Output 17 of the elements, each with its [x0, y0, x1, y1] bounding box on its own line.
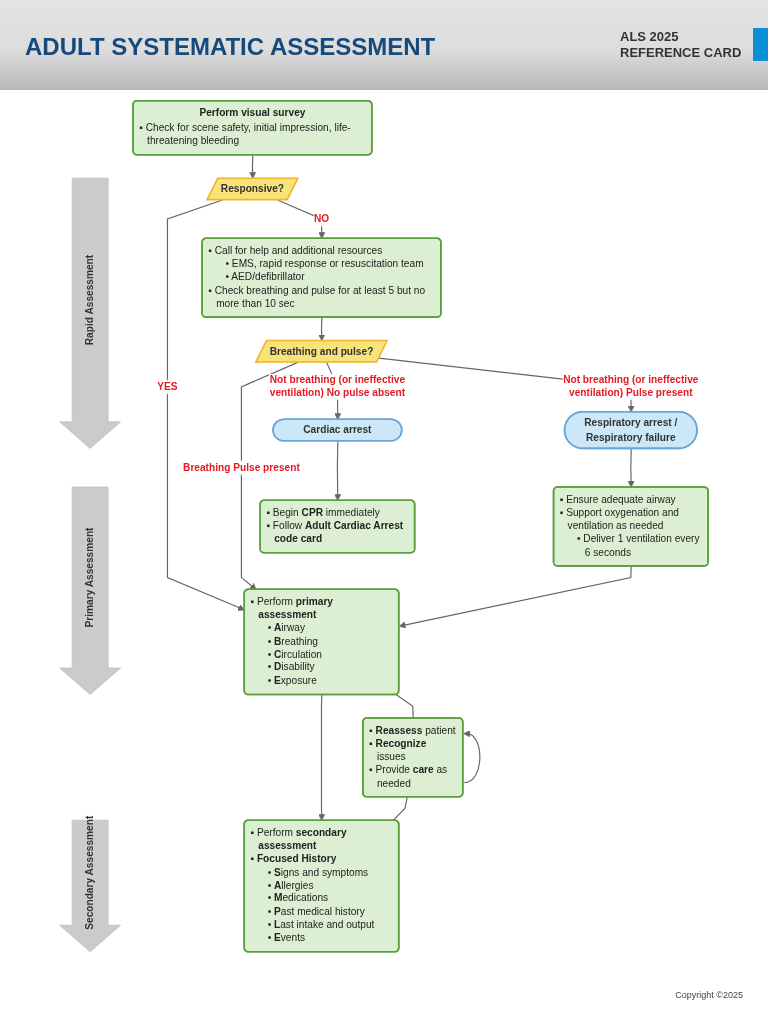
arrow [240, 361, 299, 590]
edge-label: Not breathing (or ineffective ventilation) Pulse present [563, 373, 699, 399]
card-label: ALS 2025 REFERENCE CARD [620, 29, 742, 61]
edge-label: NO [314, 212, 330, 225]
arrow [334, 440, 342, 501]
copyright-text: Copyright ©2025 [675, 990, 743, 1000]
arrow [249, 154, 257, 179]
arrow [463, 731, 481, 784]
title: ADULT SYSTEMATIC ASSESSMENT [25, 33, 436, 61]
connector [392, 796, 408, 822]
edge-label: Breathing Pulse present [183, 461, 300, 474]
arrow [318, 694, 326, 821]
connector [395, 694, 414, 719]
edge-label: YES [157, 380, 178, 393]
edge-label: Not breathing (or ineffective ventilation) No pulse absent [269, 373, 406, 399]
arrow [398, 565, 632, 629]
arrow [627, 448, 635, 488]
